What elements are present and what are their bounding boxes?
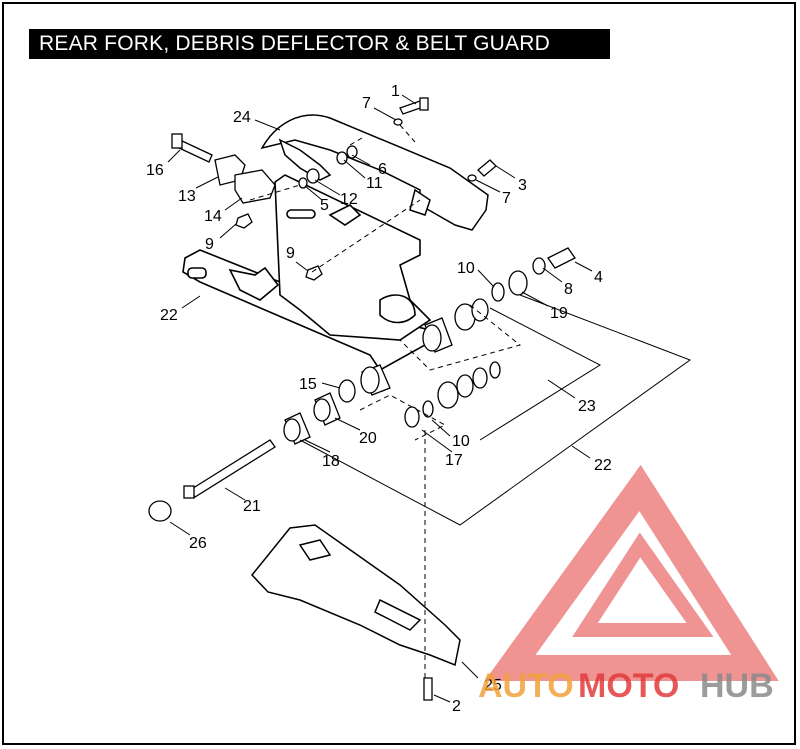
- hardware-parts: [148, 97, 576, 701]
- callout-7a: 7: [362, 95, 371, 112]
- callout-8: 8: [564, 281, 573, 298]
- callout-19: 19: [550, 305, 568, 322]
- leader-lines: [167, 94, 593, 703]
- callout-10a: 10: [457, 260, 475, 277]
- watermark-part-hub: HUB: [700, 667, 774, 705]
- callout-17: 17: [445, 452, 463, 469]
- callout-25: 25: [484, 677, 502, 694]
- callout-7b: 7: [502, 190, 511, 207]
- belt-guard: [260, 114, 489, 231]
- callout-9b: 9: [286, 245, 295, 262]
- callout-23: 23: [578, 398, 596, 415]
- callout-12: 12: [340, 191, 358, 208]
- callout-4: 4: [594, 269, 603, 286]
- callout-3: 3: [518, 177, 527, 194]
- callout-11: 11: [366, 175, 383, 192]
- callout-26: 26: [189, 535, 207, 552]
- callout-5: 5: [320, 197, 329, 214]
- callout-22a: 22: [160, 307, 178, 324]
- callout-1: 1: [391, 83, 400, 100]
- callout-2: 2: [452, 698, 461, 715]
- callout-24: 24: [233, 109, 251, 126]
- callout-20: 20: [359, 430, 377, 447]
- callout-6: 6: [378, 161, 387, 178]
- watermark-part-moto: MOTO: [578, 667, 679, 705]
- dashed-guides: [249, 124, 522, 680]
- callout-15: 15: [299, 376, 317, 393]
- rear-fork: [182, 174, 432, 372]
- callout-18: 18: [322, 453, 340, 470]
- callout-21: 21: [243, 498, 261, 515]
- callout-14: 14: [204, 208, 222, 225]
- watermark-logo: [484, 464, 779, 681]
- debris-deflector: [251, 524, 461, 667]
- callout-22b: 22: [594, 457, 612, 474]
- group-brackets: [299, 294, 692, 526]
- callout-labels: 1 7 24 6 11 3 7 16 13 12 14 5 9 9 10 4 8…: [146, 83, 612, 715]
- watermark-text: AUTO MOTO HUB: [478, 667, 774, 705]
- diagram-title: REAR FORK, DEBRIS DEFLECTOR & BELT GUARD: [29, 29, 610, 59]
- callout-10b: 10: [452, 433, 470, 450]
- callout-9a: 9: [205, 236, 214, 253]
- callout-16: 16: [146, 162, 164, 179]
- watermark-part-auto: AUTO: [478, 667, 574, 705]
- callout-13: 13: [178, 188, 196, 205]
